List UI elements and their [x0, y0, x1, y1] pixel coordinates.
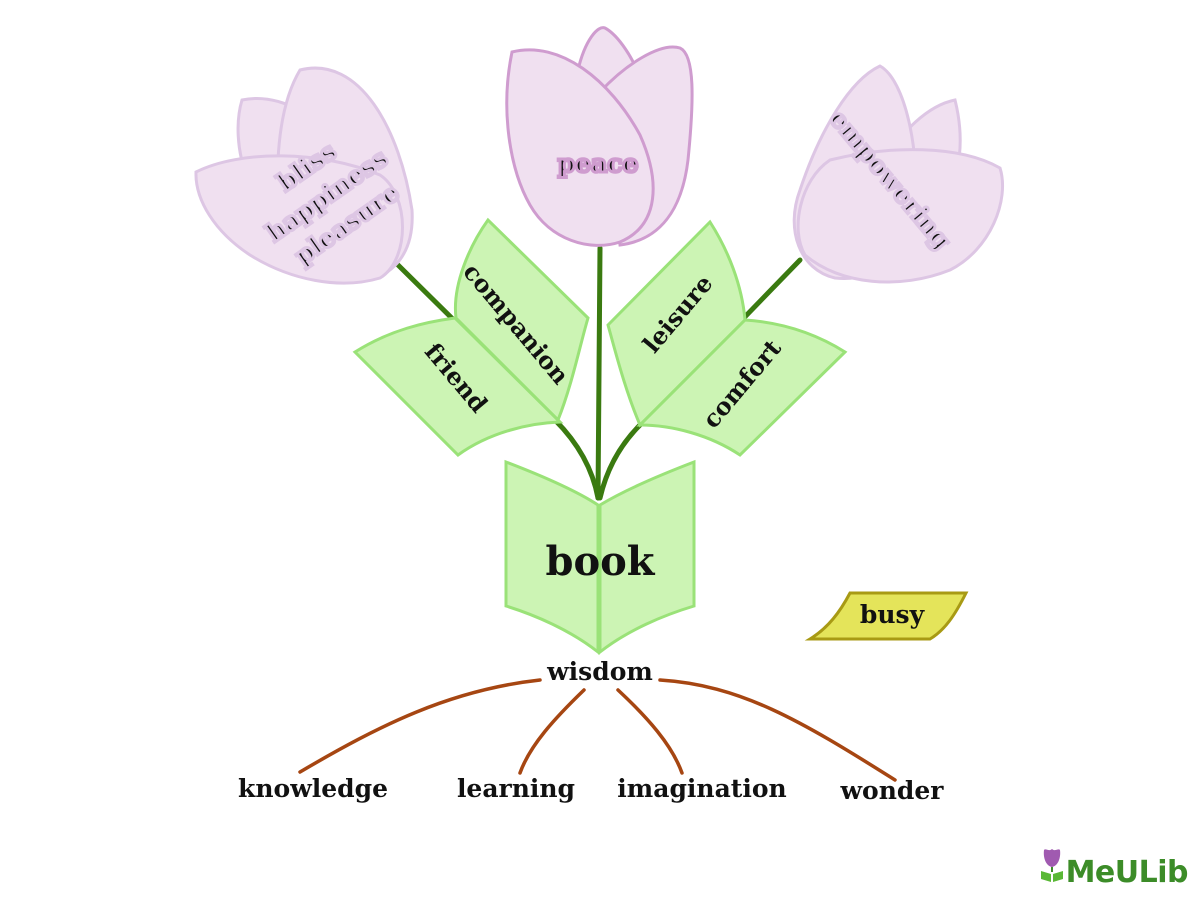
stem-middle: [595, 245, 603, 501]
flower-middle-word-1: peace: [558, 149, 639, 178]
flower-right-petal-front: [796, 148, 1005, 284]
root-hub-label: wisdom: [546, 657, 653, 686]
book: book: [504, 459, 696, 656]
busy-tag: busy: [804, 591, 969, 641]
roots: [298, 678, 897, 782]
leaf-right-lower-shape: [636, 318, 848, 457]
book-left-page: [504, 459, 600, 656]
flower-left-petal-front: [194, 154, 404, 285]
root-label-learning: learning: [457, 774, 575, 803]
root-label-imagination: imagination: [617, 774, 786, 803]
root-label-knowledge: knowledge: [238, 774, 388, 803]
book-label: book: [545, 538, 655, 585]
root-knowledge: [298, 678, 542, 774]
leaf-right-upper: leisure: [606, 219, 747, 428]
busy-tag-label: busy: [860, 600, 926, 629]
book-right-page: [598, 459, 696, 656]
tulip-book-icon: [1040, 846, 1064, 890]
leaf-left-lower: friend: [352, 316, 564, 457]
root-learning: [518, 688, 586, 775]
meulib-logo: MeULib: [1040, 846, 1189, 890]
flower-right: empowering: [792, 64, 1005, 284]
root-imagination: [616, 688, 684, 775]
root-label-wonder: wonder: [840, 776, 945, 805]
busy-tag-shape: [804, 591, 969, 641]
logo-text: MeULib: [1065, 855, 1189, 890]
root-wonder: [658, 678, 897, 782]
flower-middle: peace: [505, 26, 694, 247]
leaf-left-lower-shape: [352, 316, 564, 457]
flower-left: bliss happiness pleasure: [194, 66, 414, 285]
flower-middle-petal-front: [505, 48, 655, 247]
